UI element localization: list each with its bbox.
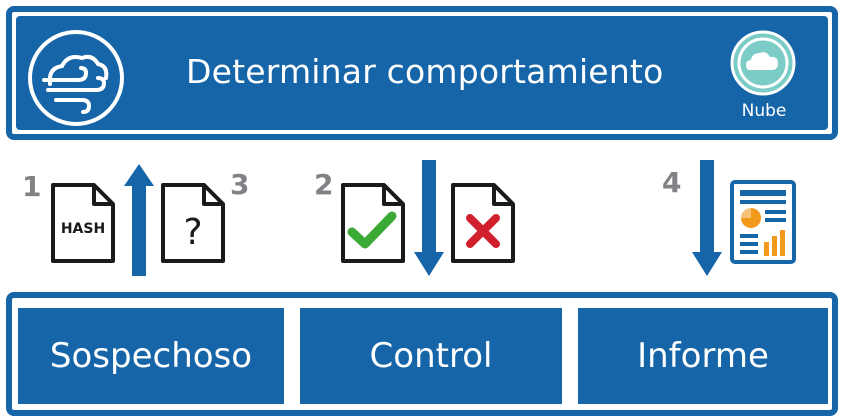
- step-number-1: 1: [22, 170, 42, 203]
- cloud-wind-icon: [28, 30, 124, 126]
- hash-document-icon: HASH: [51, 183, 115, 263]
- arrow-up: [124, 164, 154, 276]
- step-number-4: 4: [662, 166, 682, 199]
- malicious-document-icon: [451, 183, 515, 263]
- cloud-label: Nube: [741, 101, 787, 121]
- clean-document-icon: [341, 183, 405, 263]
- check-icon: [347, 211, 397, 249]
- cloud-behavior-banner: [16, 16, 828, 130]
- question-mark: ?: [183, 212, 202, 253]
- hash-label: HASH: [61, 221, 105, 237]
- report-box: Informe: [578, 308, 828, 404]
- step-number-2: 2: [314, 168, 334, 201]
- control-box: Control: [300, 308, 562, 404]
- cloud-icon: [730, 30, 796, 96]
- report-icon: [730, 180, 796, 264]
- page-title: Determinar comportamiento: [186, 52, 664, 91]
- step-number-3: 3: [230, 168, 250, 201]
- unknown-document-icon: ?: [161, 183, 225, 263]
- arrow-down-control: [414, 160, 444, 276]
- arrow-down-report: [692, 160, 722, 276]
- suspicious-box: Sospechoso: [18, 308, 284, 404]
- cross-icon: [466, 214, 500, 248]
